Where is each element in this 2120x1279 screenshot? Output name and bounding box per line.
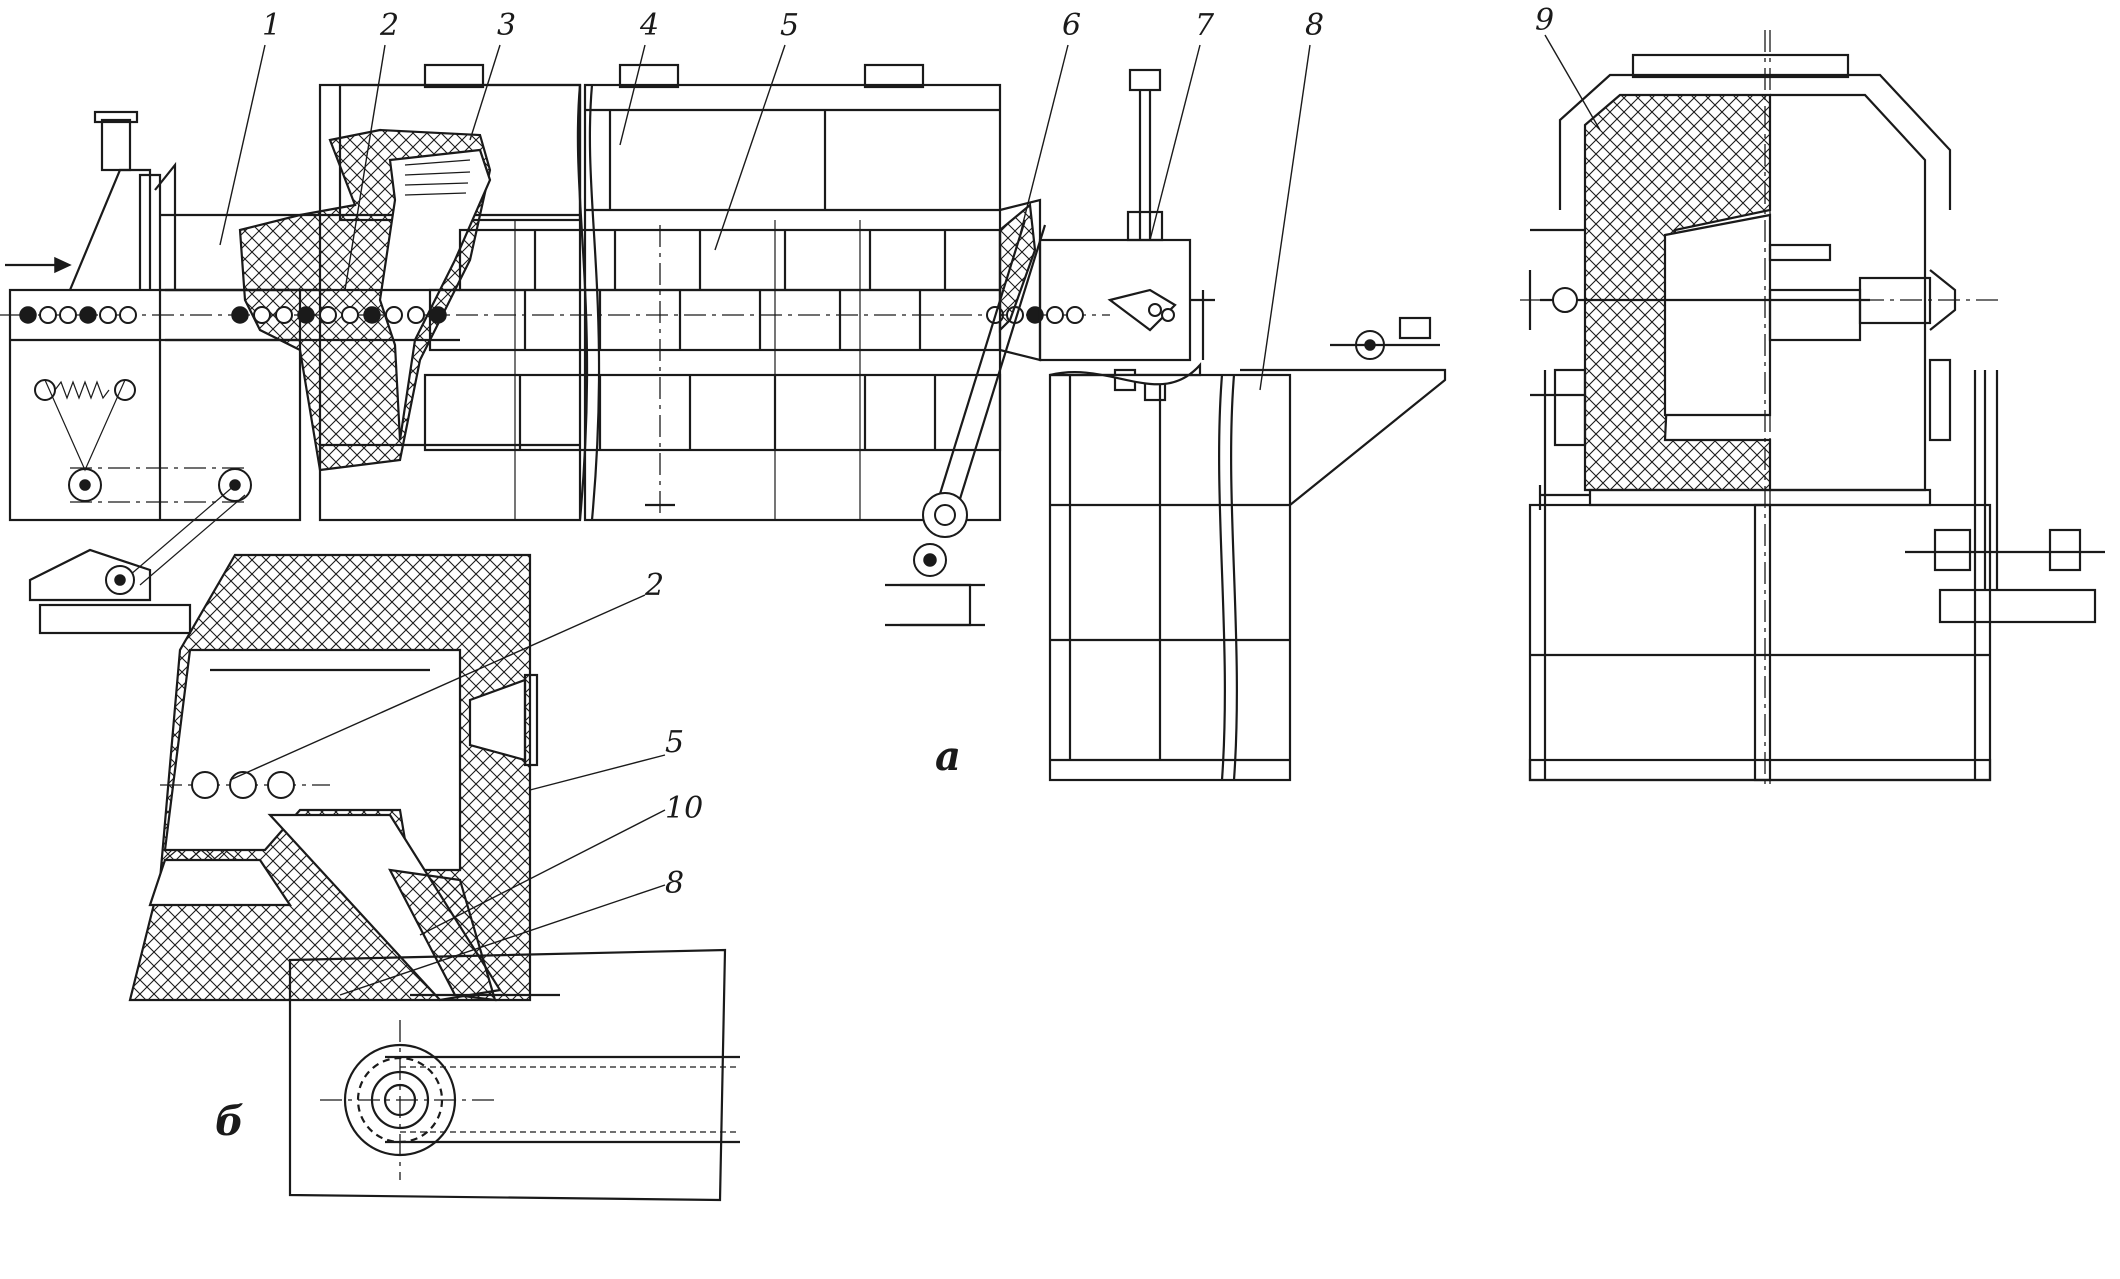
callout-number: 8	[1305, 8, 1324, 43]
callout-number: 3	[497, 8, 516, 43]
conveyor-roller	[429, 306, 447, 324]
callout-numbers: 1 2 3 4 5 6 7 8 9 2 5 10 8	[262, 3, 1554, 901]
conveyor-roller	[1046, 306, 1064, 324]
conveyor-roller	[59, 306, 77, 324]
conveyor-roller	[341, 306, 359, 324]
callout-number: 9	[1535, 3, 1554, 38]
callout-number: 5	[780, 8, 799, 43]
detail-callout-number: 10	[665, 791, 703, 826]
conveyor-roller	[319, 306, 337, 324]
conveyor-roller	[297, 306, 315, 324]
conveyor-roller	[1066, 306, 1084, 324]
conveyor-roller	[363, 306, 381, 324]
conveyor-roller	[385, 306, 403, 324]
conveyor-roller	[275, 306, 293, 324]
end-view	[1520, 30, 2105, 790]
detail-callout-number: 8	[665, 866, 684, 901]
conveyor-roller	[253, 306, 271, 324]
quench-tank	[1048, 316, 1447, 782]
muffle-blocks	[423, 220, 1002, 520]
callout-number: 2	[379, 8, 399, 43]
conveyor-roller	[99, 306, 117, 324]
conveyor-roller	[79, 306, 97, 324]
section-label-b: б	[215, 1098, 244, 1145]
furnace-body-right	[423, 63, 1002, 522]
callout-leaders	[219, 34, 1601, 996]
callout-number: 4	[639, 8, 659, 43]
callout-number: 7	[1195, 8, 1215, 43]
conveyor-roller	[19, 306, 37, 324]
detail-callout-number: 2	[644, 568, 664, 603]
section-label-a: а	[935, 733, 961, 780]
roller-conveyor	[0, 288, 1110, 342]
conveyor-roller	[39, 306, 57, 324]
furnace-body-left	[238, 63, 582, 522]
side-view: а	[0, 63, 1447, 782]
callout-number: 6	[1062, 8, 1081, 43]
conveyor-roller	[119, 306, 137, 324]
conveyor-roller	[231, 306, 249, 324]
conveyor-roller	[407, 306, 425, 324]
detail-callout-number: 5	[665, 725, 684, 760]
detail-view: б	[128, 553, 740, 1202]
callout-number: 1	[262, 8, 281, 43]
